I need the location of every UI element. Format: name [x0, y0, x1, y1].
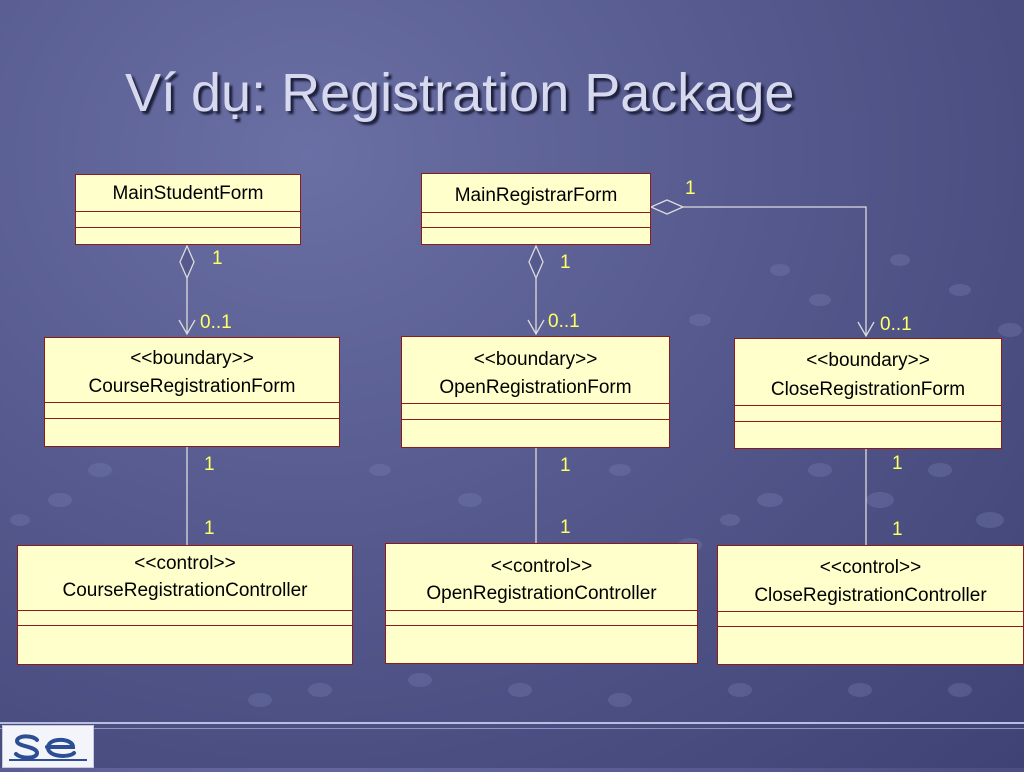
- class-course-registration-controller[interactable]: <<control>> CourseRegistrationController: [17, 545, 353, 665]
- class-divider: [422, 227, 650, 228]
- class-divider: [422, 212, 650, 213]
- class-divider: [402, 419, 669, 420]
- footer-divider: [0, 728, 1024, 729]
- class-close-registration-form[interactable]: <<boundary>> CloseRegistrationForm: [734, 338, 1002, 449]
- class-main-student-form[interactable]: MainStudentForm: [75, 174, 301, 245]
- class-stereotype: <<boundary>>: [130, 348, 254, 369]
- multiplicity-label: 1: [892, 453, 903, 474]
- multiplicity-label: 1: [204, 518, 215, 539]
- class-divider: [735, 421, 1001, 422]
- multiplicity-label: 1: [560, 455, 571, 476]
- class-stereotype: <<control>>: [819, 557, 922, 578]
- class-name: CloseRegistrationController: [754, 585, 987, 606]
- class-close-registration-controller[interactable]: <<control>> CloseRegistrationController: [717, 545, 1024, 665]
- class-main-registrar-form[interactable]: MainRegistrarForm: [421, 173, 651, 245]
- class-stereotype: <<boundary>>: [473, 349, 598, 370]
- class-name: OpenRegistrationForm: [439, 377, 632, 398]
- class-divider: [718, 626, 1023, 627]
- class-divider: [18, 625, 352, 626]
- arrowhead-close-form: [857, 321, 875, 338]
- class-name: MainStudentForm: [112, 183, 264, 204]
- multiplicity-label: 1: [204, 454, 215, 475]
- class-name: CourseRegistrationForm: [88, 376, 296, 397]
- class-divider: [718, 611, 1023, 612]
- class-divider: [45, 402, 339, 403]
- multiplicity-label: 0..1: [880, 314, 912, 335]
- arrowhead-course-form: [178, 319, 196, 336]
- class-stereotype: <<control>>: [490, 556, 593, 577]
- class-stereotype: <<control>>: [134, 553, 236, 574]
- multiplicity-label: 1: [560, 517, 571, 538]
- class-name: CloseRegistrationForm: [770, 379, 966, 400]
- class-divider: [76, 211, 300, 212]
- class-stereotype: <<boundary>>: [806, 350, 930, 371]
- class-divider: [45, 418, 339, 419]
- class-name: OpenRegistrationController: [426, 583, 657, 604]
- multiplicity-label: 1: [892, 519, 903, 540]
- aggregation-diamond-registrar-close: [649, 199, 685, 215]
- class-open-registration-form[interactable]: <<boundary>> OpenRegistrationForm: [401, 336, 670, 448]
- class-divider: [76, 227, 300, 228]
- slide-title: Ví dụ: Registration Package: [125, 63, 795, 123]
- class-divider: [735, 405, 1001, 406]
- aggregation-diamond-student: [179, 244, 195, 280]
- class-name: CourseRegistrationController: [62, 580, 308, 601]
- multiplicity-label: 1: [685, 178, 696, 199]
- multiplicity-label: 0..1: [548, 311, 580, 332]
- class-name: MainRegistrarForm: [454, 185, 618, 206]
- multiplicity-label: 0..1: [200, 312, 232, 333]
- aggregation-diamond-registrar-open: [528, 244, 544, 280]
- se-logo-icon: [2, 725, 94, 768]
- multiplicity-label: 1: [560, 252, 571, 273]
- class-course-registration-form[interactable]: <<boundary>> CourseRegistrationForm: [44, 337, 340, 447]
- class-divider: [402, 403, 669, 404]
- multiplicity-label: 1: [212, 248, 223, 269]
- class-divider: [386, 625, 697, 626]
- footer-divider: [0, 722, 1024, 724]
- class-open-registration-controller[interactable]: <<control>> OpenRegistrationController: [385, 543, 698, 664]
- class-divider: [18, 610, 352, 611]
- class-divider: [386, 610, 697, 611]
- arrowhead-open-form: [527, 319, 545, 336]
